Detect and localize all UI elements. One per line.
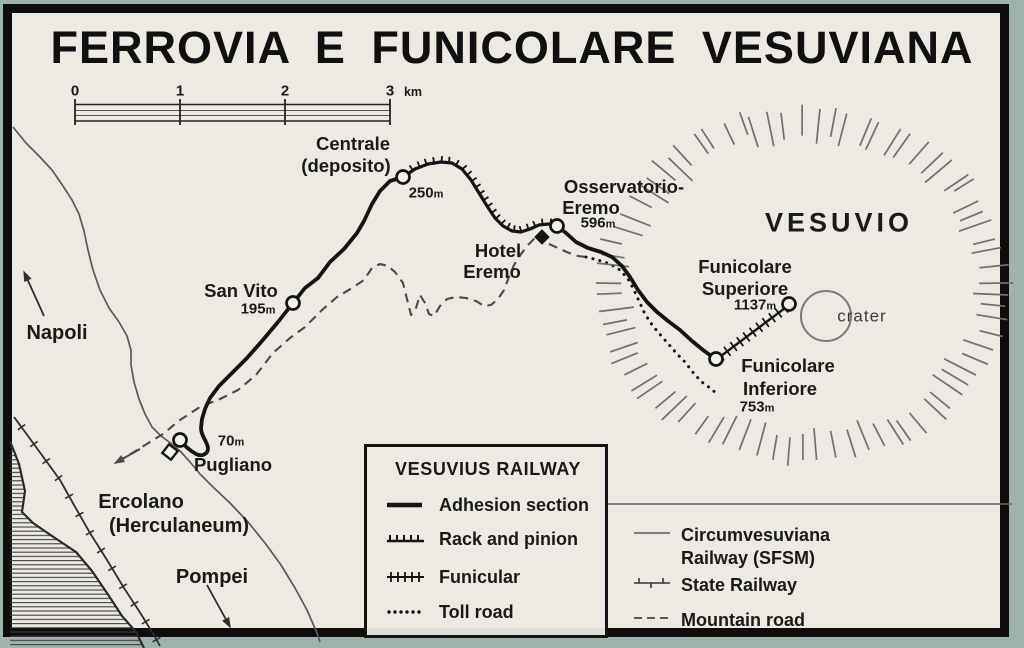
- elevation-label-pugliano: 70m: [217, 432, 245, 450]
- legend-item-circumvesuviana: Circumvesuviana Railway (SFSM): [681, 524, 830, 570]
- scale-tick-label-1: 1: [175, 82, 185, 100]
- circumvesuviana-line-icon: [634, 532, 670, 534]
- adhesion-railway-line: [179, 175, 716, 458]
- station-label-san-vito: San Vito: [204, 279, 278, 301]
- station-label-osservatorio-2: Eremo: [562, 196, 620, 218]
- station-label-hotel-eremo-2: Eremo: [463, 260, 521, 282]
- station-marker-osservatorio-eremo: [549, 218, 565, 234]
- legend-item-label: Funicular: [439, 567, 521, 587]
- place-label-napoli: Napoli: [26, 322, 88, 344]
- mountain-road-line-icon: [634, 617, 670, 619]
- station-marker-san-vito: [285, 295, 301, 311]
- legend-item-label: Circumvesuviana: [681, 525, 831, 545]
- scale-tick-label-3: 3: [385, 82, 395, 100]
- station-label-funicolare-superiore-2: Superiore: [701, 277, 789, 299]
- hotel-eremo-marker: [534, 229, 550, 245]
- toll-road-line: [584, 255, 718, 395]
- legend-box-vesuvius-railway: VESUVIUS RAILWAY Adhesion section Rack a…: [364, 444, 608, 638]
- station-label-hotel-eremo: Hotel: [474, 239, 522, 261]
- crater-label: crater: [837, 306, 887, 326]
- vesuvio-hachure-ring: [595, 104, 1014, 466]
- sea-and-coastline: [8, 440, 145, 648]
- station-label-centrale: Centrale: [315, 132, 391, 154]
- station-label-centrale-2: (deposito): [301, 154, 391, 176]
- scale-bar: [74, 99, 391, 125]
- station-label-osservatorio: Osservatorio-: [563, 175, 685, 197]
- station-label-pugliano: Pugliano: [193, 453, 273, 475]
- scale-tick-label-0: 0: [70, 82, 80, 100]
- funicular-line-icon: [387, 572, 424, 582]
- mountain-road-line: [116, 237, 587, 463]
- station-marker-funicolare-superiore: [781, 296, 797, 312]
- elevation-label-centrale: 250m: [408, 184, 444, 202]
- rack-and-pinion-line-icon: [387, 535, 424, 543]
- state-railway-line: [13, 416, 161, 647]
- elevation-label-san-vito: 195m: [240, 300, 276, 318]
- rack-and-pinion-line: [402, 155, 558, 234]
- station-label-funicolare-inferiore: Funicolare: [741, 354, 835, 376]
- adhesion-line-icon: [387, 502, 422, 508]
- state-railway-line-icon: [634, 578, 670, 588]
- station-marker-centrale: [395, 169, 411, 185]
- station-label-funicolare-inferiore-2: Inferiore: [742, 377, 818, 399]
- elevation-label-funicolare-inferiore: 753m: [739, 398, 775, 416]
- station-label-funicolare-superiore: Funicolare: [698, 255, 792, 277]
- legend-item-label: Toll road: [439, 602, 514, 622]
- circumvesuviana-railway-line: [12, 126, 321, 643]
- elevation-label-osservatorio: 596m: [580, 214, 616, 232]
- crater-outline: [800, 290, 852, 342]
- toll-road-line-icon: [387, 610, 421, 614]
- legend-item-label: Adhesion section: [439, 495, 590, 515]
- legend-item-label: Railway (SFSM): [681, 548, 816, 568]
- place-label-pompei: Pompei: [175, 566, 249, 588]
- station-marker-funicolare-inferiore: [708, 351, 724, 367]
- place-label-ercolano: Ercolano: [98, 491, 184, 513]
- region-label-vesuvio: VESUVIO: [764, 207, 914, 238]
- legend-title: VESUVIUS RAILWAY: [395, 459, 581, 479]
- scale-unit-label: km: [403, 84, 423, 99]
- page-title: FERROVIA E FUNICOLARE VESUVIANA: [50, 22, 974, 73]
- legend-item-label: Rack and pinion: [439, 529, 579, 549]
- interchange-marker-pugliano: [160, 442, 180, 462]
- legend-item-mountain-road: Mountain road: [681, 610, 805, 630]
- legend-item-state-railway: State Railway: [681, 575, 798, 595]
- place-label-herculaneum: (Herculaneum): [108, 515, 250, 537]
- station-marker-pugliano: [172, 432, 188, 448]
- elevation-label-funicolare-superiore: 1137m: [733, 296, 777, 314]
- scale-tick-label-2: 2: [280, 82, 290, 100]
